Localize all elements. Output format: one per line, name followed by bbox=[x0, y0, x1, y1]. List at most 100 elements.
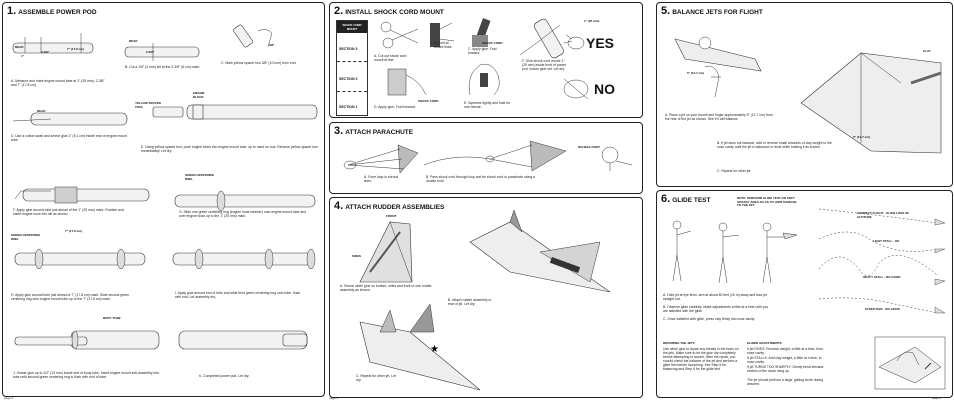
step-6b: B. Observe glide carefully. Make adjustm… bbox=[663, 305, 769, 314]
step-1e: E. Using yellow spacer tool, push engine… bbox=[141, 145, 318, 154]
install-illustration bbox=[519, 18, 564, 59]
no-label: NO bbox=[594, 81, 615, 97]
step-6a: A. Hold jet at eye level, arm at about 6… bbox=[663, 293, 767, 302]
balance-hand-illustration bbox=[674, 36, 762, 98]
dimension-label: 5" (12.7 cm) bbox=[853, 135, 870, 139]
elevator-bend-illustration bbox=[874, 336, 946, 390]
panel-title: 5.BALANCE JETS FOR FLIGHT bbox=[661, 5, 763, 17]
squeeze-illustration bbox=[468, 63, 500, 96]
step-2a: A. Cut out shock cord mount at line. bbox=[374, 54, 407, 63]
svg-text:★: ★ bbox=[430, 344, 439, 355]
tube-illustration-a bbox=[12, 33, 94, 54]
parachute-loop-illustration bbox=[343, 144, 419, 174]
tube-illustration-b bbox=[124, 43, 200, 61]
step-5a: A. Place a jet on your thumb and finger … bbox=[665, 113, 773, 122]
thrower-figures-illustration bbox=[672, 220, 798, 284]
second-ring-illustration bbox=[14, 248, 146, 270]
green-ring-label: GREEN CENTERING RING bbox=[11, 233, 41, 241]
adjustment-circle: The jet should perform a large, gliding … bbox=[747, 378, 824, 387]
step-1a: A. Measure and mark engine mount tube at… bbox=[11, 79, 105, 88]
fold-glue-illustration bbox=[387, 68, 427, 96]
step-5b: B. If jet does not balance, add or remov… bbox=[717, 141, 832, 150]
step-2c: C. Apply glue. Fold forward. bbox=[468, 47, 497, 56]
panel-attach-parachute: 3.ATTACH PARACHUTE A. Form loop in shrou… bbox=[329, 122, 643, 194]
balance-jet-top-illustration bbox=[800, 52, 942, 154]
flight-heavy-stall-label: HEAVY STALL - NO GOOD bbox=[863, 275, 901, 279]
clay-label: CLAY bbox=[923, 49, 931, 53]
measure-2: 2-3/8" bbox=[41, 50, 50, 54]
step-4a: A. Smear white glue on bottom, sides and… bbox=[340, 284, 432, 293]
measure-3: 7" (17.8 cm) bbox=[67, 47, 84, 51]
completed-power-pod-illustration bbox=[178, 330, 308, 350]
jet-rudder-attach-illustration bbox=[469, 209, 611, 293]
panel-assemble-power-pod: 1.ASSEMBLE POWER POD REAR 1" 2-3/8" 7" (… bbox=[2, 2, 325, 397]
step-4b: B. Attach rudder assembly to rear of jet… bbox=[448, 298, 492, 307]
panel-title: 1.ASSEMBLE POWER POD bbox=[7, 5, 97, 17]
adjustment-turns: If jet TURNS TOO SHARPLY: Gently bend el… bbox=[747, 365, 824, 374]
step-1i: I. Apply glue around end of tube and sli… bbox=[175, 291, 301, 300]
step-1h: H. Apply glue around tube just ahead of … bbox=[11, 293, 130, 302]
front-label: FRONT bbox=[386, 214, 397, 218]
shock-cord-mount-template: SHOCK CORD MOUNT SECTION 3 SECTION 2 SEC… bbox=[336, 20, 368, 116]
measure-1: 1" bbox=[21, 54, 25, 58]
swab-illustration bbox=[12, 112, 128, 126]
repair-title: REPAIRING THE JETS bbox=[663, 341, 695, 345]
measure-4: 2-3/8" bbox=[146, 50, 155, 54]
page-number: page 3 bbox=[329, 396, 339, 400]
panel-balance-jets: 5.BALANCE JETS FOR FLIGHT 5" (12.7 cm) A… bbox=[656, 2, 953, 187]
step-1f: F. Apply glue around tube just ahead of … bbox=[13, 208, 124, 217]
scissors-icon bbox=[380, 21, 419, 49]
flight-light-stall-label: LIGHT STALL - OK bbox=[873, 239, 900, 243]
jet-repeat-illustration: ★ bbox=[359, 303, 481, 391]
section-2-label: SECTION 2 bbox=[339, 77, 358, 81]
step-2d: D. Apply glue. Fold forward. bbox=[374, 105, 416, 109]
wrong-cross-icon bbox=[563, 78, 589, 100]
yes-label: YES bbox=[586, 35, 615, 51]
body-tube-label: BODY TUBE bbox=[103, 316, 121, 320]
step-3b: B. Pass shock cord through loop and tie … bbox=[426, 175, 535, 184]
engine-block-label: ENGINE BLOCK bbox=[193, 91, 205, 99]
inch-label: 1" (25 mm) bbox=[584, 19, 600, 23]
step-1j: J. Smear glue up to 1/2" (13 mm) inside … bbox=[13, 371, 159, 380]
green-ring-illustration bbox=[174, 190, 316, 212]
flight-steep-dive-label: STEEP DIVE - NO GOOD bbox=[865, 307, 900, 311]
panel-glide-test: 6.GLIDE TEST NOTE: PERFORM GLIDE TEST ON… bbox=[656, 190, 953, 398]
rudder-glue-illustration bbox=[359, 221, 413, 283]
rear-label: REAR bbox=[15, 45, 24, 49]
flight-correct-label: CORRECT FLIGHT - SLOW LOSS OF ALTITUDE bbox=[857, 211, 910, 219]
adjustment-dives: If jet DIVES: Remove weight, a little at… bbox=[747, 347, 824, 356]
measure-7: 7" (17.8 cm) bbox=[65, 229, 82, 233]
step-1d: D. Use a cotton swab and smear glue 2" (… bbox=[11, 134, 127, 143]
section-1-label: SECTION 1 bbox=[339, 105, 358, 109]
step-1k: K. Completed power pod. Let dry. bbox=[199, 374, 250, 378]
panel-attach-rudder-assemblies: 4.ATTACH RUDDER ASSEMBLIES FRONT SIDES A… bbox=[329, 197, 643, 398]
step-2b: B. Fold at dotted lines. bbox=[434, 41, 453, 50]
rear-label: REAR bbox=[129, 39, 138, 43]
measure-5: 3/8" bbox=[269, 43, 275, 47]
third-ring-illustration bbox=[172, 248, 316, 270]
adjustments-title: GLIDER ADJUSTMENTS: bbox=[747, 341, 783, 345]
step-1b: B. Cut a 1/8" (3 mm) slit at the 2-3/8" … bbox=[125, 65, 201, 69]
panel-title: 6.GLIDE TEST bbox=[661, 193, 711, 205]
panel-title: 4.ATTACH RUDDER ASSEMBLIES bbox=[334, 200, 445, 212]
step-4c: C. Repeat for other jet. Let dry. bbox=[356, 374, 396, 383]
safety-note: NOTE: PERFORM GLIDE TEST ON SOFT GRASSY … bbox=[737, 196, 797, 208]
shock-cord-label: SHOCK CORD bbox=[482, 41, 503, 45]
rear-label: REAR bbox=[37, 109, 46, 113]
panel-title: 2.INSTALL SHOCK CORD MOUNT bbox=[334, 5, 444, 17]
engine-block-illustration bbox=[152, 104, 318, 120]
spacer-tool-illustration bbox=[233, 24, 273, 48]
correct-check-icon bbox=[563, 34, 585, 50]
knot-detail-illustration bbox=[601, 146, 633, 171]
step-1g: G. Slide one green centering ring (engin… bbox=[179, 210, 307, 219]
double-knot-label: DOUBLE KNOT bbox=[578, 145, 600, 149]
step-6c: C. Once satisfied with glide, press clay… bbox=[663, 317, 756, 321]
panel-title: 3.ATTACH PARACHUTE bbox=[334, 125, 414, 137]
fold-illustration bbox=[430, 22, 455, 47]
page-number: page 4 bbox=[932, 396, 942, 400]
dimension-label: 5" (12.7 cm) bbox=[687, 71, 704, 75]
yellow-spacer-label: YELLOW SPACER TOOL bbox=[135, 101, 161, 109]
adjustment-stalls: If jet STALLS: Add clay weight, a little… bbox=[747, 356, 822, 365]
sides-label: SIDES bbox=[352, 254, 362, 258]
panel-install-shock-cord-mount: 2.INSTALL SHOCK CORD MOUNT SHOCK CORD MO… bbox=[329, 2, 643, 118]
